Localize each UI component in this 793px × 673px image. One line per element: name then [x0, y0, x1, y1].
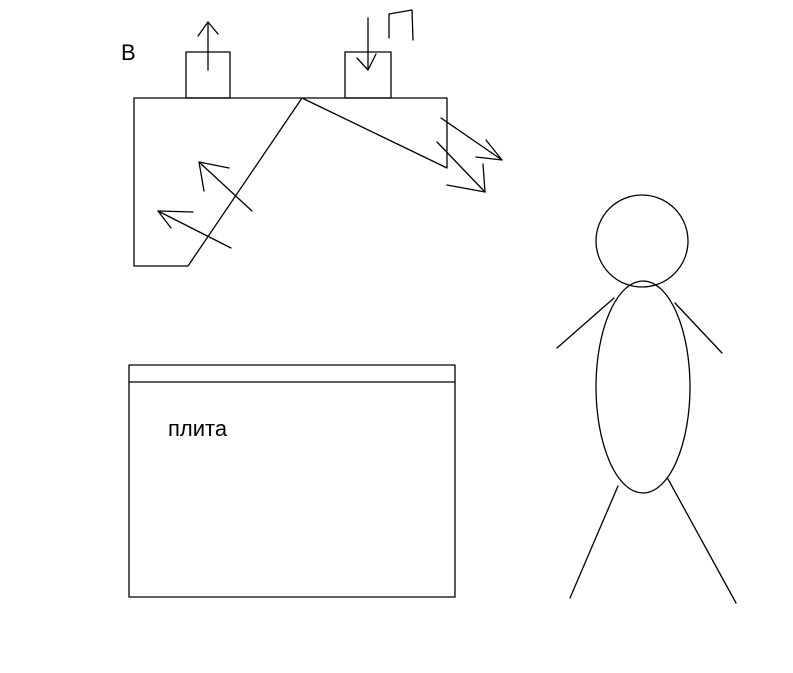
- arrow-left-2-shaft: [157, 210, 232, 249]
- stove: плита: [128, 364, 456, 598]
- stove-outline: [128, 364, 456, 598]
- arrow-right-1-shaft: [440, 117, 503, 161]
- down-arrow-head-icon: [356, 53, 377, 71]
- arrow-right-2-shaft: [436, 141, 486, 193]
- person-right-leg: [667, 478, 737, 604]
- arrow-right-1-head-icon: [475, 139, 503, 161]
- person-left-leg: [569, 485, 619, 599]
- arrow-right-2-head-icon: [446, 163, 486, 193]
- up-arrow-head-icon: [197, 21, 219, 37]
- stove-label: плита: [168, 416, 228, 441]
- supply-box-right: [344, 17, 392, 99]
- person-figure: [556, 194, 737, 604]
- letter-p-stroke: [388, 9, 414, 41]
- label-letter-p: [388, 9, 414, 41]
- airflow-arrows-left: [157, 161, 253, 249]
- airflow-arrows-right: [436, 117, 503, 193]
- arrow-left-1-head-icon: [198, 161, 230, 192]
- person-right-arm: [674, 302, 723, 354]
- arrow-left-2-head-icon: [157, 210, 194, 229]
- person-body: [595, 280, 691, 494]
- hood-enclosure: [133, 97, 448, 267]
- exhaust-box-left: [185, 21, 231, 99]
- person-head: [595, 194, 689, 288]
- label-letter-v: В: [121, 40, 136, 65]
- arrow-left-1-shaft: [198, 161, 253, 212]
- hood-outline: [133, 97, 448, 267]
- person-left-arm: [556, 297, 615, 349]
